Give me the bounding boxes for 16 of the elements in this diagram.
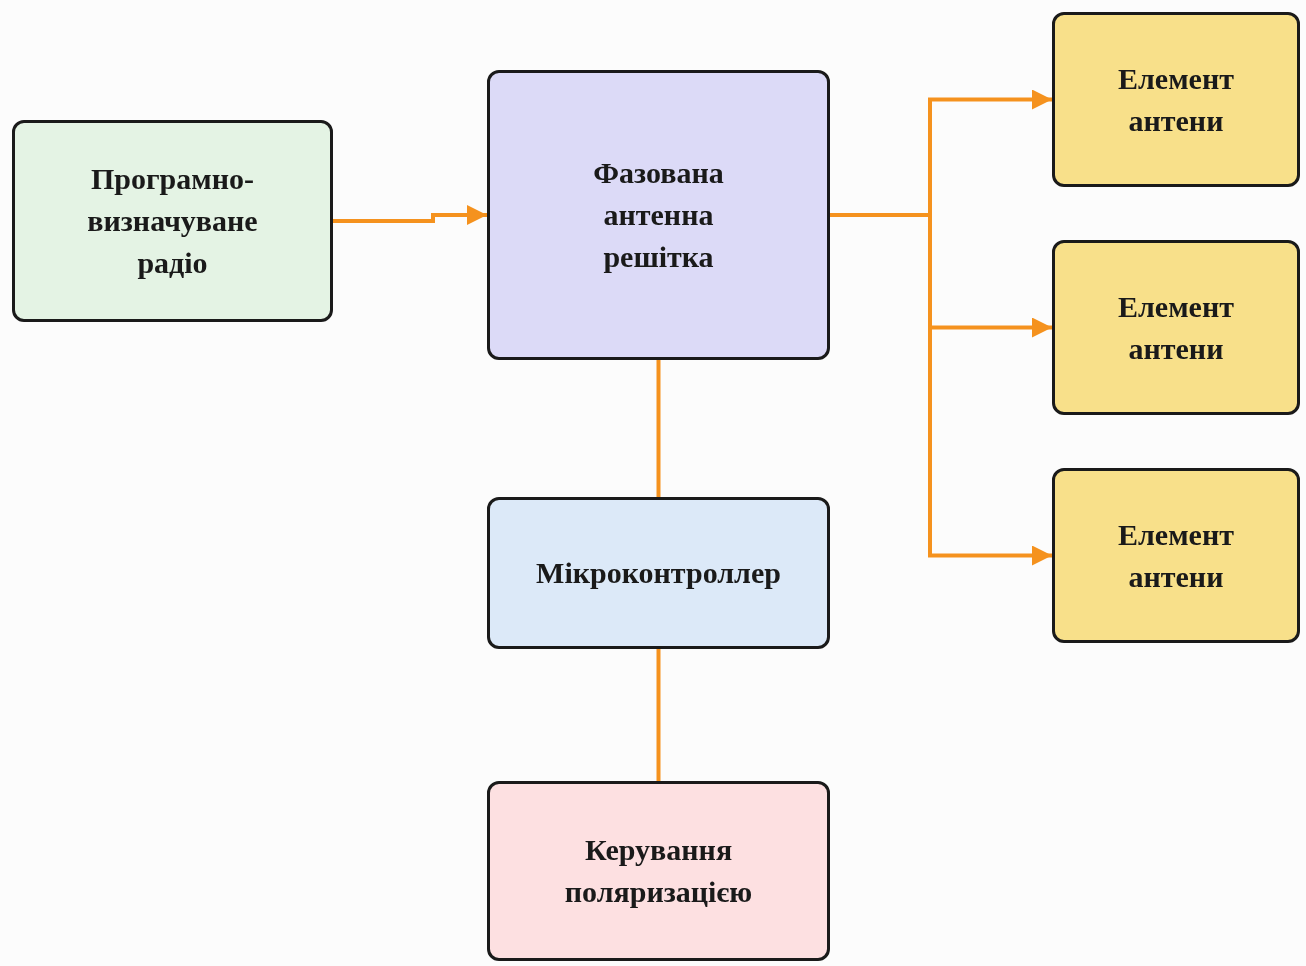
node-label: Програмно-визначуване радіо <box>86 161 259 281</box>
process-box <box>487 70 830 360</box>
node-label: Елемент антени <box>1117 288 1235 367</box>
node-label: Керування поляризацією <box>563 832 754 910</box>
arrow <box>333 205 487 225</box>
process-box <box>487 781 830 961</box>
node-label: Елемент антени <box>1117 516 1235 595</box>
node-label: Мікроконтроллер <box>536 555 781 591</box>
arrow <box>830 213 1052 566</box>
antenna-element-box <box>1052 468 1300 643</box>
node-label: Елемент антени <box>1117 60 1235 139</box>
antenna-element-box <box>1052 240 1300 415</box>
process-box <box>12 120 333 322</box>
process-box <box>487 497 830 649</box>
antenna-element-box <box>1052 12 1300 187</box>
node-label: Фазована антенна решітка <box>592 155 725 275</box>
